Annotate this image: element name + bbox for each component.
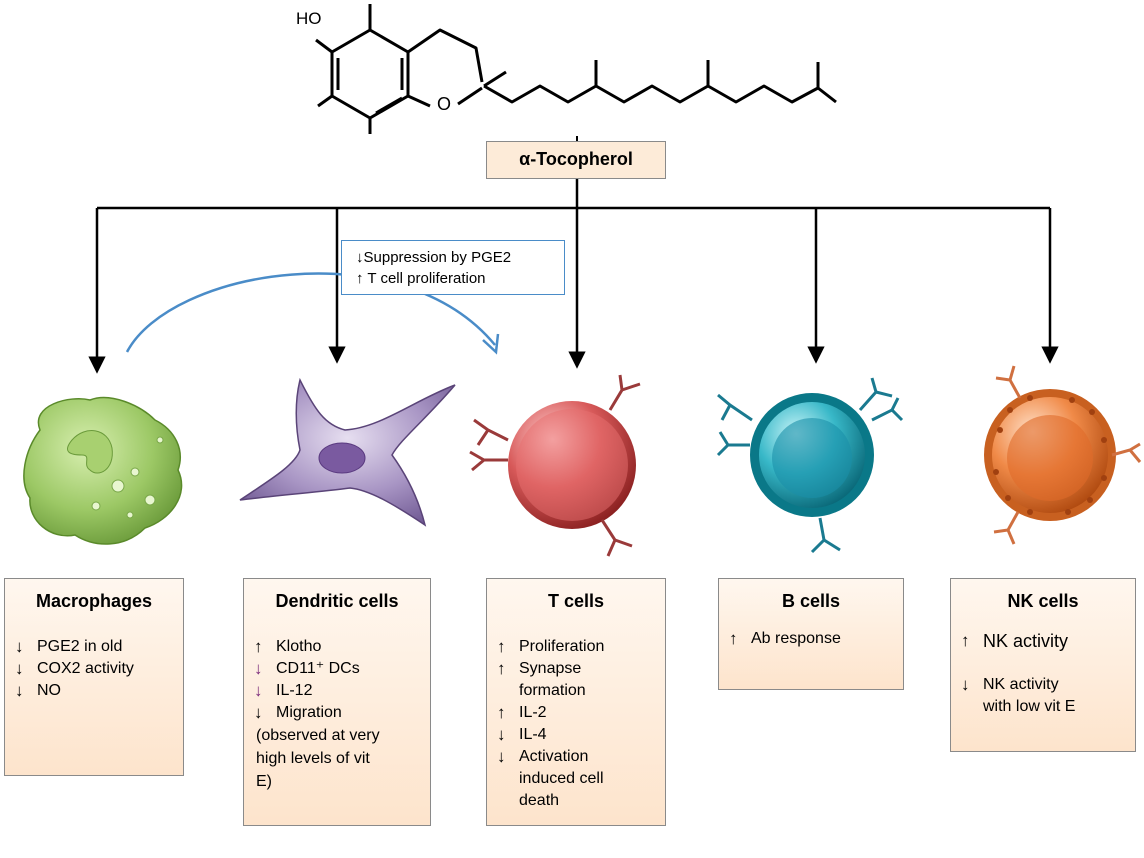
up-arrow-icon: ↑ [497,703,506,722]
item-text: Migration [276,704,342,721]
item-text: induced cell [519,770,604,787]
b-cell-icon [716,377,904,554]
b-cells-box: B cells ↑ Ab response [718,578,904,690]
dendritic-note-line: high levels of vit [256,750,370,767]
pge2-note-box: ↓Suppression by PGE2 ↑ T cell proliferat… [341,240,565,295]
list-item: induced cell [487,768,665,790]
item-text: Proliferation [519,638,605,655]
macrophages-title: Macrophages [35,591,153,611]
down-arrow-icon: ↓ [497,725,506,744]
nk-cells-title: NK cells [1007,591,1079,611]
dendritic-note-line: E) [256,773,272,790]
list-item: formation [487,680,665,702]
item-text: IL-2 [519,704,547,721]
list-item: ↓ Activation [487,746,665,768]
down-arrow-icon: ↓ [254,703,263,722]
down-arrow-icon: ↓ [497,747,506,766]
list-item: ↓ IL-4 [487,724,665,746]
dendritic-note-line: (observed at very [256,727,380,744]
note-line-2: T cell proliferation [367,270,486,287]
list-item: ↓ CD11⁺ DCs [244,658,430,680]
item-text: NO [37,682,61,699]
item-text: NK activity [983,676,1059,693]
item-text: formation [519,682,586,699]
dendritic-cells-title: Dendritic cells [275,591,399,611]
item-text: IL-12 [276,682,313,699]
down-arrow-icon: ↓ [15,681,24,700]
connector-lines [88,179,1059,374]
item-text: death [519,792,560,809]
list-item: ↓ NO [5,680,183,702]
note-line-1: Suppression by PGE2 [363,249,512,266]
t-cell-icon [469,374,641,557]
list-item: ↓ NK activity [951,674,1135,696]
tocopherol-structure [315,4,837,134]
macrophages-box: Macrophages ↓PGE2 in old ↓COX2 activity … [4,578,184,776]
b-cells-title: B cells [781,591,841,611]
nk-cell-icon [984,365,1142,545]
down-arrow-icon: ↓ [15,637,24,656]
up-arrow-icon: ↑ [497,659,506,678]
item-text: Klotho [276,638,322,655]
list-item: ↑ NK activity [951,630,1135,652]
down-arrow-icon: ↓ [961,675,970,694]
item-text: Activation [519,748,589,765]
list-item: ↑ Synapse [487,658,665,680]
list-item: death [487,790,665,812]
item-text: CD11⁺ DCs [276,660,360,677]
t-cells-box: T cells ↑ Proliferation ↑ Synapse formatio… [486,578,666,826]
t-cells-title: T cells [547,591,605,611]
down-arrow-icon: ↓ [15,659,24,678]
dendritic-cells-box: Dendritic cells ↑ Klotho ↓ CD11⁺ DCs ↓ IL-1… [243,578,431,826]
up-arrow-icon: ↑ [356,270,364,287]
item-text: PGE2 in old [37,638,123,655]
list-item: ↓ COX2 activity [5,658,183,680]
tocopherol-label: α-Tocopherol [486,141,666,179]
blue-curve-arrow [125,272,500,355]
item-text: with low vit E [983,698,1076,715]
dendritic-cell-icon [239,377,456,527]
list-item: ↓ PGE2 in old [5,636,183,658]
list-item: ↓ IL-12 [244,680,430,702]
up-arrow-icon: ↑ [254,637,263,656]
macrophage-icon [23,396,183,545]
down-arrow-icon: ↓ [254,681,263,700]
item-text: COX2 activity [37,660,134,677]
nk-cells-box: NK cells ↑ NK activity ↓ NK activity with … [950,578,1136,752]
item-text: Synapse [519,660,582,677]
item-text: IL-4 [519,726,547,743]
down-arrow-icon: ↓ [254,659,263,678]
item-text: Ab response [751,630,841,647]
down-arrow-icon: ↓ [356,249,364,266]
list-item: ↓ Migration [244,702,430,724]
item-text: NK activity [983,631,1069,651]
hydroxyl-label: HO [296,9,322,28]
oxygen-label: O [437,94,451,114]
list-item: ↑ Ab response [719,628,903,650]
list-item: with low vit E [951,696,1135,718]
list-item: ↑ Klotho [244,636,430,658]
list-item: ↑ IL-2 [487,702,665,724]
list-item: ↑ Proliferation [487,636,665,658]
up-arrow-icon: ↑ [729,629,738,648]
up-arrow-icon: ↑ [497,637,506,656]
up-arrow-icon: ↑ [961,631,970,650]
